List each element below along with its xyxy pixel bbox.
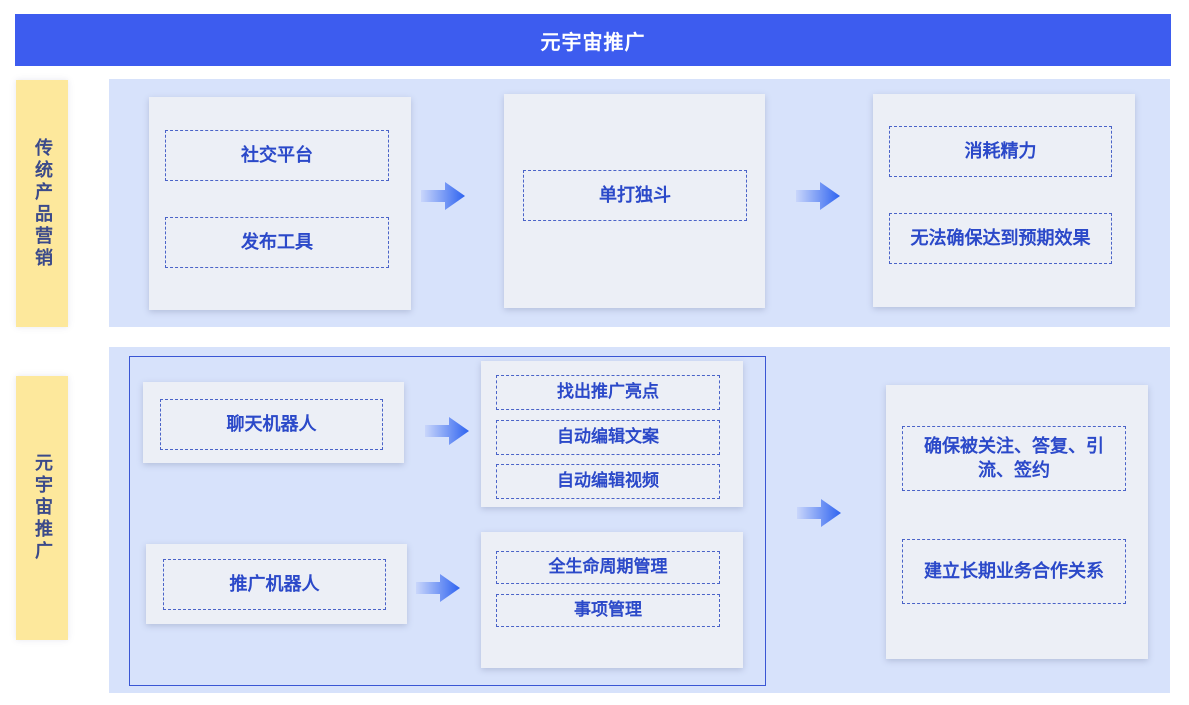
metaverse-results-card (886, 385, 1148, 659)
chat-outcome-video: 自动编辑视频 (496, 464, 720, 499)
chat-outcome-copywriting: 自动编辑文案 (496, 420, 720, 455)
traditional-method-card (504, 94, 765, 308)
metaverse-promotion-label-text: 元宇宙推广 (32, 453, 53, 563)
traditional-channels-card (149, 97, 411, 310)
page-title: 元宇宙推广 (540, 29, 646, 54)
traditional-channel-social: 社交平台 (165, 130, 389, 181)
traditional-result-uncertain: 无法确保达到预期效果 (889, 213, 1112, 264)
traditional-method-solo: 单打独斗 (523, 170, 747, 221)
promo-robot-label: 推广机器人 (163, 559, 386, 610)
traditional-result-effort: 消耗精力 (889, 126, 1112, 177)
traditional-results-card (873, 94, 1135, 307)
metaverse-result-partnership: 建立长期业务合作关系 (902, 539, 1126, 604)
metaverse-promotion-label: 元宇宙推广 (16, 376, 68, 640)
traditional-marketing-label: 传统产品营销 (16, 80, 68, 327)
chat-robot-outcomes-card (481, 361, 743, 507)
promo-robot-outcomes-card (481, 532, 743, 668)
robot-group-frame (129, 356, 766, 686)
traditional-channel-tools: 发布工具 (165, 217, 389, 268)
metaverse-result-engagement: 确保被关注、答复、引流、签约 (902, 426, 1126, 491)
traditional-marketing-label-text: 传统产品营销 (32, 137, 53, 270)
chat-outcome-highlights: 找出推广亮点 (496, 375, 720, 410)
promo-robot-card (146, 544, 407, 624)
arrow-right-icon (421, 182, 465, 210)
arrow-right-icon (425, 417, 469, 445)
arrow-right-icon (416, 574, 460, 602)
arrow-right-icon (797, 499, 841, 527)
promo-outcome-lifecycle: 全生命周期管理 (496, 551, 720, 584)
page-title-banner: 元宇宙推广 (15, 14, 1171, 66)
chat-robot-label: 聊天机器人 (160, 399, 383, 450)
promo-outcome-tasks: 事项管理 (496, 594, 720, 627)
arrow-right-icon (796, 182, 840, 210)
